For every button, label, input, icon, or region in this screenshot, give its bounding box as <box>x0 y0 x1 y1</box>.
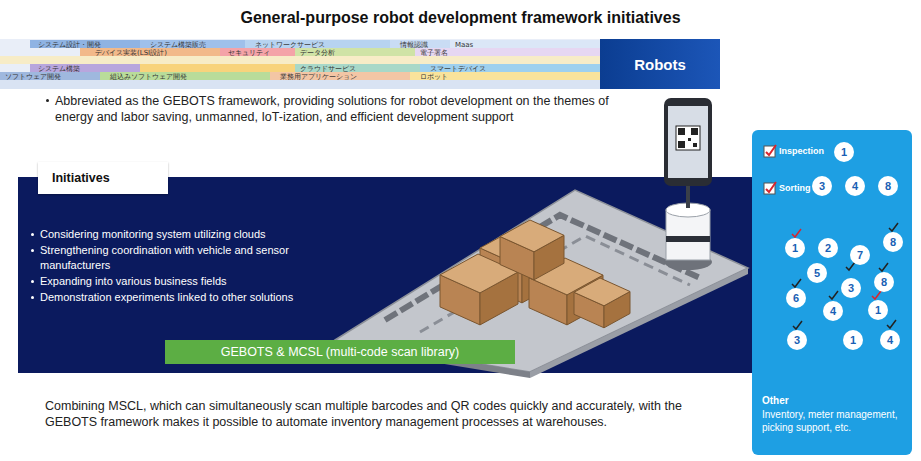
initiatives-panel-ground <box>18 177 753 373</box>
number-circle: 6 <box>786 288 806 308</box>
callout-number: 4 <box>852 180 858 192</box>
use-case-panel: InspectionSortingOtherInventory, meter m… <box>752 130 912 455</box>
banner-tag: 業務用アプリケーション <box>280 73 357 81</box>
number-circle: 7 <box>850 245 870 265</box>
callout-number: 4 <box>887 334 893 346</box>
number-circle: 3 <box>841 278 861 298</box>
cardboard-box <box>500 220 564 280</box>
banner-tag: 情報認識 <box>400 41 428 49</box>
box-label: Initiatives <box>52 171 110 185</box>
phone-scanner <box>664 98 712 186</box>
callout-number: 6 <box>793 292 799 304</box>
callout-number: 1 <box>792 242 798 254</box>
banner-tag: デバイス実装(LSI設計) <box>95 49 167 57</box>
check-label: Inspection <box>779 145 824 158</box>
banner-tag: セキュリティ <box>228 49 270 57</box>
banner-tag: データ分析 <box>300 49 335 57</box>
number-circle: 8 <box>883 232 903 252</box>
callout-number: 1 <box>875 304 881 316</box>
banner-strips <box>0 39 600 89</box>
banner-tag: システム構築 <box>38 65 80 73</box>
initiative-item: Strengthening coordination with vehicle … <box>30 243 340 273</box>
number-circle: 4 <box>880 330 900 350</box>
other-heading: Other <box>762 394 789 407</box>
number-circle: 8 <box>874 272 894 292</box>
number-circle: 5 <box>807 263 827 283</box>
callout-number: 2 <box>825 242 831 254</box>
callout-number: 3 <box>848 282 854 294</box>
callout-number: 3 <box>794 334 800 346</box>
banner-tag: クラウドサービス <box>300 65 356 73</box>
heading-tab: Initiatives <box>38 162 168 194</box>
initiative-item: Expanding into various business fields <box>30 274 340 289</box>
number-circle: 1 <box>785 238 805 258</box>
initiatives-panel: Considering monitoring system utilizing … <box>18 177 753 373</box>
banner-tag: Maas <box>455 41 473 49</box>
callout-number: 8 <box>881 276 887 288</box>
number-circle: 1 <box>868 300 888 320</box>
callout-number: 1 <box>841 146 847 158</box>
box-label: GEBOTS & MCSL (multi-code scan library) <box>221 345 459 359</box>
number-circle: 2 <box>818 238 838 258</box>
number-circle: 1 <box>834 142 854 162</box>
callout-number: 3 <box>819 180 825 192</box>
box-label: Robots <box>634 56 686 73</box>
number-circle: 4 <box>845 176 865 196</box>
banner-tag: ロボット <box>420 73 448 81</box>
category-box: Robots <box>600 39 720 89</box>
description-note: Combining MSCL, which can simultaneously… <box>45 398 735 430</box>
banner-tag: ソフトウェア開発 <box>5 73 61 81</box>
initiative-item: Considering monitoring system utilizing … <box>30 227 340 242</box>
callout-number: 5 <box>814 267 820 279</box>
banner-tag: ネットワークサービス <box>255 41 325 49</box>
cardboard-box <box>574 278 630 328</box>
number-circle: 3 <box>812 176 832 196</box>
banner-tag: システム構築販売 <box>150 41 206 49</box>
callout-number: 4 <box>830 305 836 317</box>
other-body: Inventory, meter management, picking sup… <box>762 408 902 434</box>
callout-number: 1 <box>850 334 856 346</box>
banner-tag: 電子署名 <box>420 49 448 57</box>
solution-bar: GEBOTS & MCSL (multi-code scan library) <box>165 340 515 364</box>
description-note: Abbreviated as the GEBOTS framework, pro… <box>45 93 645 125</box>
number-circle: 4 <box>823 301 843 321</box>
banner-tag: 組込みソフトウェア開発 <box>110 73 187 81</box>
banner-tag: スマートデバイス <box>430 65 486 73</box>
banner-tag: システム設計・開発 <box>38 41 101 49</box>
number-circle: 1 <box>843 330 863 350</box>
check-label: Sorting <box>779 182 811 195</box>
number-circle: 3 <box>787 330 807 350</box>
callout-number: 8 <box>890 236 896 248</box>
number-circle: 8 <box>878 176 898 196</box>
title: General-purpose robot development framew… <box>0 9 921 27</box>
callout-number: 8 <box>885 180 891 192</box>
initiative-item: Demonstration experiments linked to othe… <box>30 290 340 305</box>
callout-number: 7 <box>857 249 863 261</box>
robot <box>664 184 712 270</box>
